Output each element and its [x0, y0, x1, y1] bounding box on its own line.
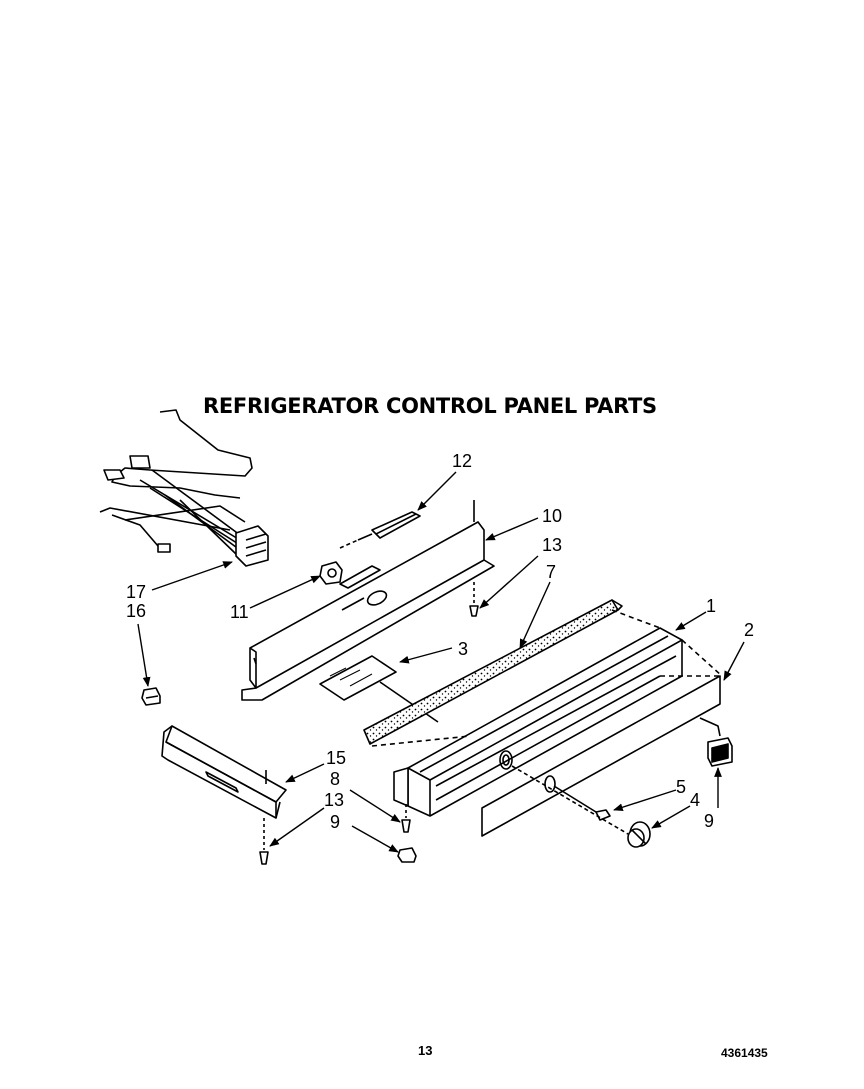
part-2-overlay — [481, 639, 723, 837]
callout-16: 16 — [126, 601, 146, 621]
document-number: 4361435 — [721, 1046, 768, 1060]
callout-4: 4 — [690, 790, 700, 810]
callout-13-lower: 13 — [324, 790, 344, 810]
part-10-bracket — [241, 500, 495, 701]
leader-13-upper — [479, 555, 539, 609]
callout-5: 5 — [676, 777, 686, 797]
callout-9: 9 — [330, 812, 340, 832]
part-13-screw-upper — [469, 582, 479, 617]
callout-6: 6 — [704, 810, 714, 830]
part-11-control — [319, 561, 343, 585]
leader-7 — [519, 581, 551, 649]
callout-1: 1 — [706, 596, 716, 616]
callout-12: 12 — [452, 451, 472, 471]
part-16-clip — [141, 687, 161, 706]
leader-5 — [613, 789, 677, 812]
part-4-knob — [511, 765, 651, 848]
part-13-screw-lower — [259, 818, 269, 865]
page-title: REFRIGERATOR CONTROL PANEL PARTS — [203, 394, 657, 418]
part-12-sensor — [339, 511, 421, 549]
callout-10: 10 — [542, 506, 562, 526]
leader-13-lower — [269, 807, 325, 847]
leader-17 — [151, 561, 233, 591]
part-8-screw — [401, 804, 411, 833]
callout-7: 7 — [546, 562, 556, 582]
leader-8 — [349, 789, 401, 823]
leader-16 — [137, 623, 151, 687]
part-6-switch — [699, 717, 733, 767]
callout-15: 15 — [326, 748, 346, 768]
callout-2: 2 — [744, 620, 754, 640]
part-9-nut — [397, 847, 417, 863]
part-5-lens — [553, 785, 611, 821]
leader-11 — [249, 575, 321, 609]
callout-8: 8 — [330, 769, 340, 789]
leader-10 — [485, 517, 539, 541]
leader-3 — [399, 647, 453, 664]
part-3-board — [319, 655, 439, 723]
part-15-end-bracket — [161, 725, 287, 819]
leader-2 — [723, 641, 745, 681]
page-number: 13 — [418, 1043, 433, 1058]
callout-17: 17 — [126, 582, 146, 602]
leader-9 — [351, 825, 399, 853]
leader-12 — [417, 471, 457, 511]
callout-3: 3 — [458, 639, 468, 659]
callout-11: 11 — [230, 602, 249, 622]
leader-1 — [675, 611, 707, 631]
leader-15 — [285, 763, 325, 783]
part-7-gasket — [363, 599, 623, 745]
leader-4 — [651, 805, 691, 829]
wire-harness — [99, 409, 269, 567]
callout-13-upper: 13 — [542, 535, 562, 555]
